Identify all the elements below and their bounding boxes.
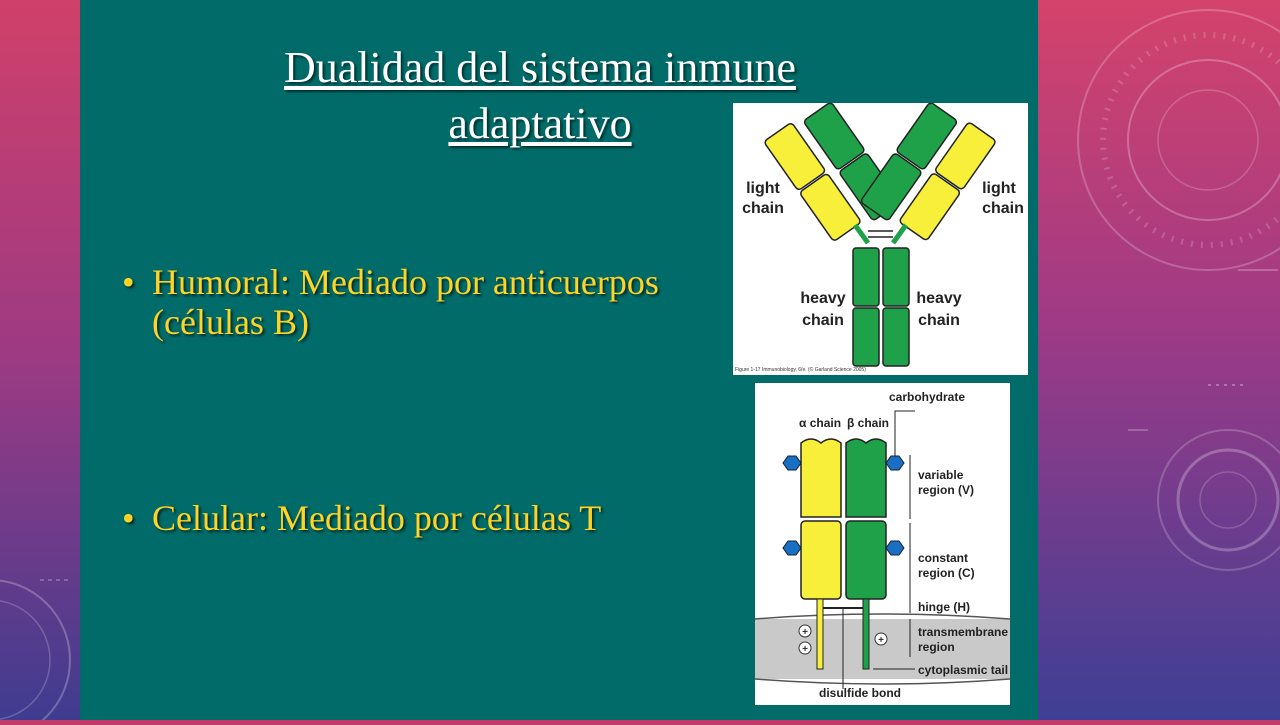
heavy-chain-label-right: heavy (916, 290, 961, 307)
beta-chain-label: β chain (847, 416, 889, 430)
hinge-label: hinge (H) (918, 600, 970, 614)
left-decorative-band (0, 0, 80, 725)
carbohydrate-label: carbohydrate (889, 390, 965, 404)
svg-text:+: + (878, 635, 884, 646)
cytoplasmic-tail-label: cytoplasmic tail (918, 663, 1008, 677)
bullet-dot-icon: • (122, 262, 135, 302)
light-chain-label-left-2: chain (742, 200, 784, 217)
heavy-chain-label-left: heavy (800, 290, 845, 307)
svg-text:+: + (802, 627, 808, 638)
variable-region-label: variable (918, 468, 964, 482)
constant-region-label-2: region (C) (918, 566, 975, 580)
light-chain-label-left: light (746, 180, 780, 197)
right-decorative-band (1038, 0, 1280, 720)
antibody-figure-caption: Figure 1-17 Immunobiology, 6/e. (© Garla… (735, 366, 866, 373)
tcr-figure: + + + carbohydrate α chain β chain variabl… (755, 383, 1010, 705)
left-decorative-arcs (0, 579, 71, 725)
variable-region-label-2: region (V) (918, 483, 974, 497)
disulfide-bond-label: disulfide bond (819, 686, 901, 700)
bullet-dot-icon: • (122, 498, 135, 538)
bullet-item-humoral: • Humoral: Mediado por anticuerpos (célu… (122, 262, 712, 342)
light-chain-label-right: light (982, 180, 1016, 197)
svg-text:+: + (802, 644, 808, 655)
heavy-chain-label-right-2: chain (918, 312, 960, 329)
transmembrane-label-2: region (918, 640, 955, 654)
bullet-item-celular: • Celular: Mediado por células T (122, 498, 752, 538)
slide-title: Dualidad del sistema inmune adaptativo (284, 43, 796, 148)
alpha-chain-label: α chain (799, 416, 841, 430)
right-decorative-circles (1077, 9, 1280, 571)
bullet-text: Celular: Mediado por células T (152, 498, 602, 538)
transmembrane-label: transmembrane (918, 625, 1008, 639)
constant-region-label: constant (918, 551, 968, 565)
heavy-chain-label-left-2: chain (802, 312, 844, 329)
antibody-diagram: light chain light chain heavy chain heav… (735, 103, 1024, 373)
tcr-diagram: + + + carbohydrate α chain β chain variabl… (755, 390, 1010, 700)
light-chain-label-right-2: chain (982, 200, 1024, 217)
antibody-figure: light chain light chain heavy chain heav… (733, 103, 1028, 375)
bullet-text: Humoral: Mediado por anticuerpos (célula… (152, 262, 659, 342)
